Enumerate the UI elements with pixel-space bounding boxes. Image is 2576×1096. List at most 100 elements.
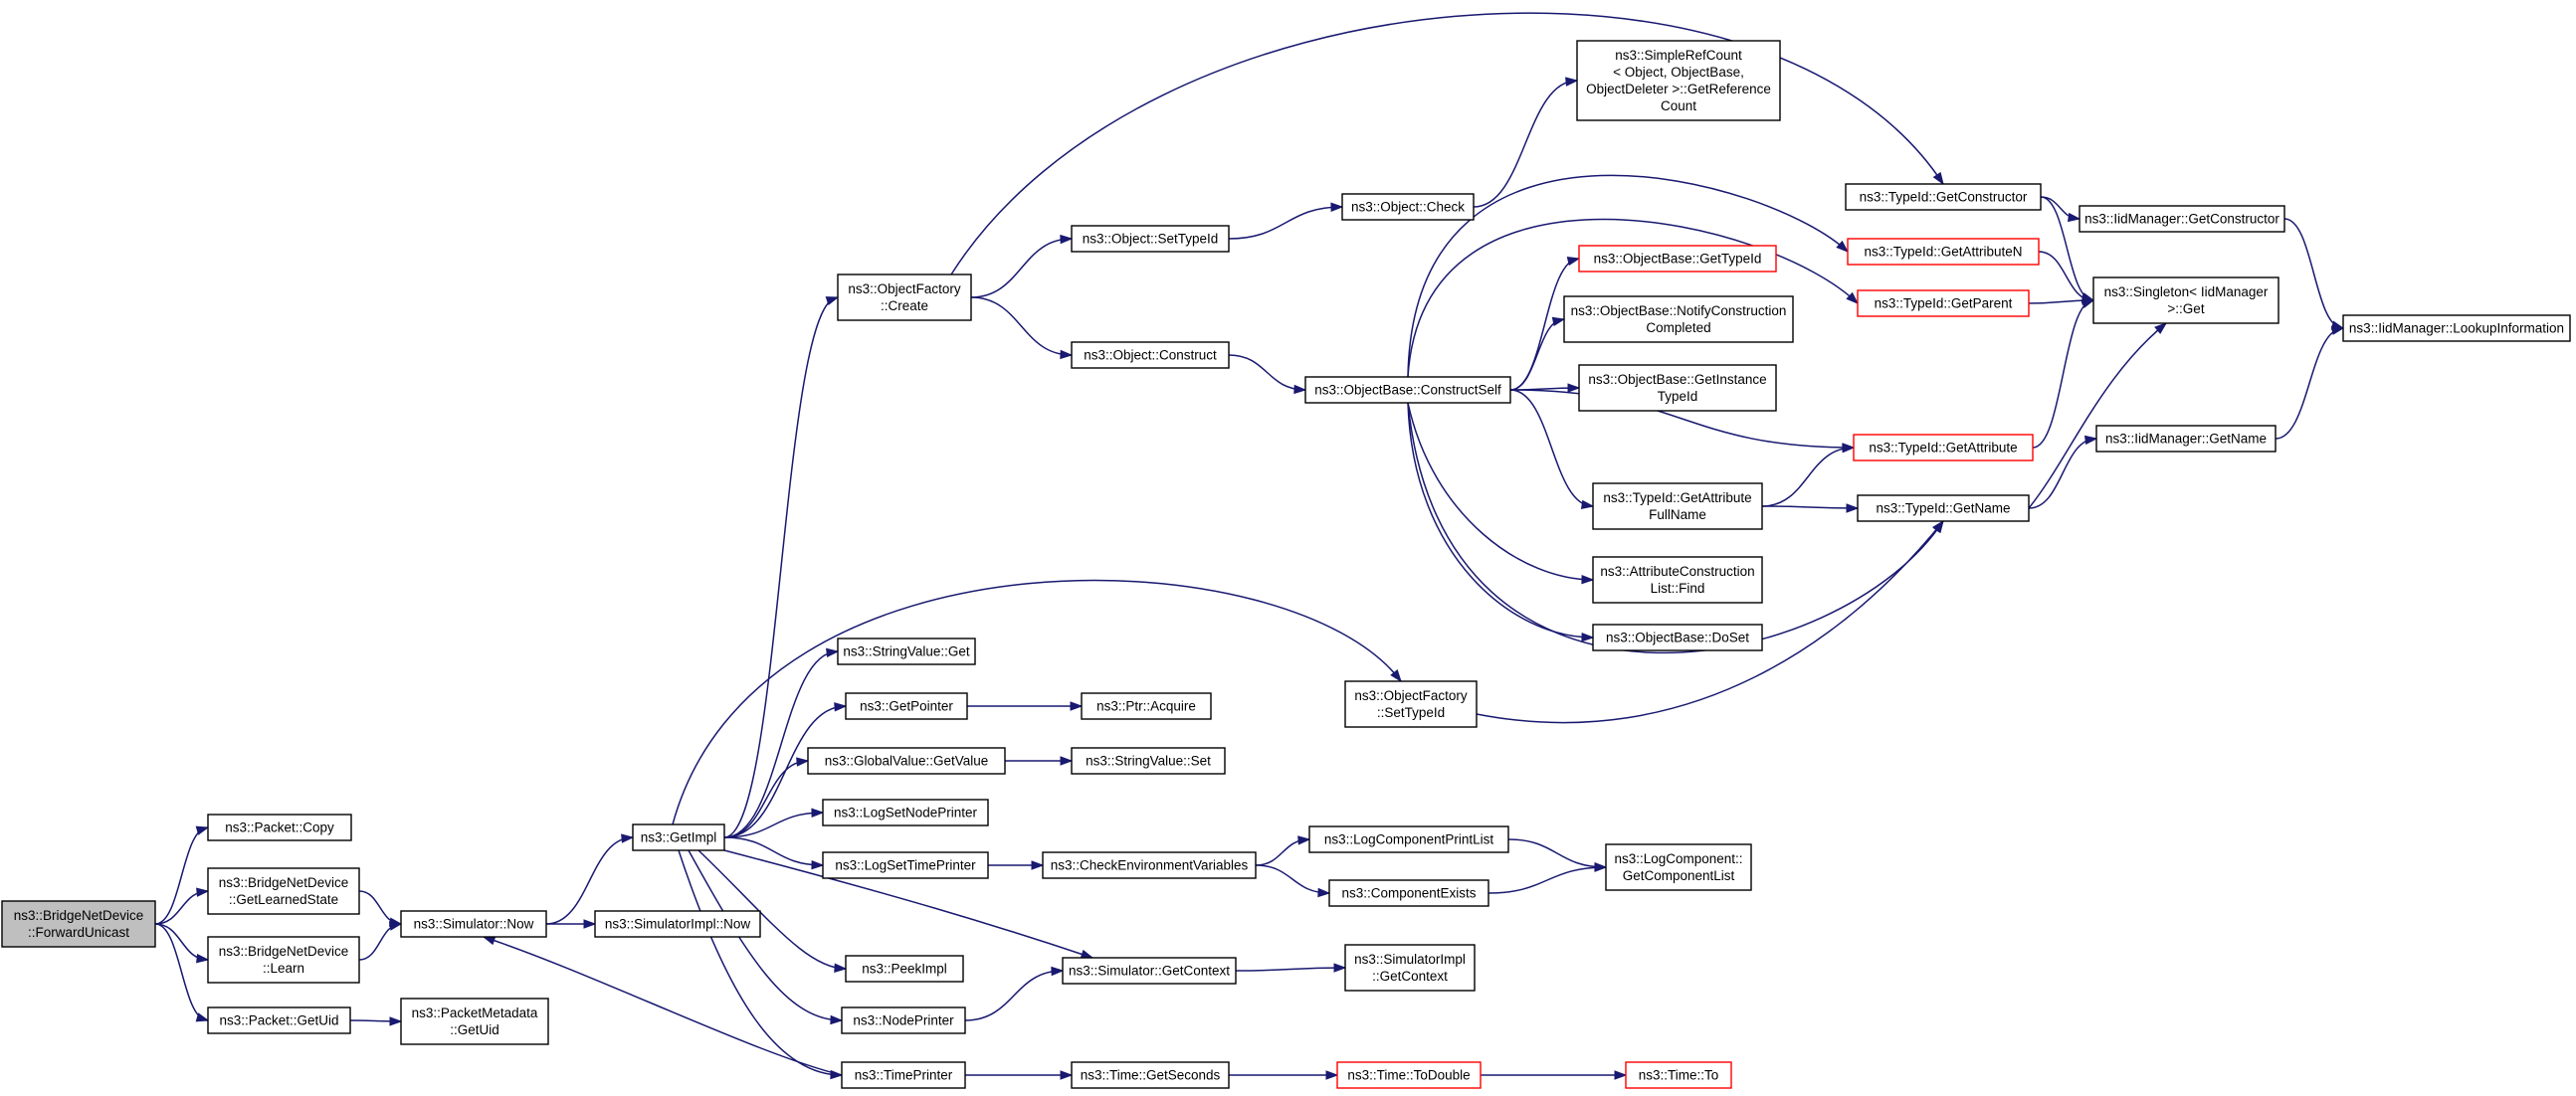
arrowhead [1581, 575, 1595, 585]
function-node-strget[interactable]: ns3::StringValue::Get [837, 638, 976, 665]
arrowhead [482, 936, 496, 946]
function-node-simgc[interactable]: ns3::Simulator::GetContext [1062, 957, 1237, 985]
function-node-src[interactable]: ns3::SimpleRefCount< Object, ObjectBase,… [1576, 40, 1781, 121]
function-node-pcopy[interactable]: ns3::Packet::Copy [207, 814, 352, 841]
node-label: < Object, ObjectBase, [1613, 65, 1744, 80]
function-node-tidga[interactable]: ns3::TypeId::GetAttribute [1853, 434, 2034, 461]
node-box [837, 274, 972, 321]
function-node-getptr[interactable]: ns3::GetPointer [845, 692, 968, 720]
function-node-iidgc[interactable]: ns3::IidManager::GetConstructor [2079, 205, 2285, 233]
function-node-obdoset[interactable]: ns3::ObjectBase::DoSet [1592, 624, 1763, 651]
function-node-ofcreate[interactable]: ns3::ObjectFactory::Create [837, 274, 972, 321]
function-node-strset[interactable]: ns3::StringValue::Set [1071, 747, 1226, 775]
function-node-gvget[interactable]: ns3::GlobalValue::GetValue [807, 747, 1006, 775]
node-box [1071, 747, 1226, 775]
node-box [1592, 624, 1763, 651]
function-node-tidgc[interactable]: ns3::TypeId::GetConstructor [1845, 183, 2042, 211]
node-box [822, 799, 989, 826]
node-box [841, 1006, 966, 1034]
node-label: ns3::LogSetTimePrinter [835, 858, 976, 873]
node-box [207, 936, 360, 984]
node-label: ::GetLearnedState [229, 892, 338, 907]
function-node-lsnp[interactable]: ns3::LogSetNodePrinter [822, 799, 989, 826]
function-node-obgtid[interactable]: ns3::ObjectBase::GetTypeId [1578, 245, 1777, 273]
node-label: ns3::LogComponentPrintList [1324, 832, 1494, 847]
node-box [207, 867, 360, 915]
node-label: ns3::Packet::GetUid [219, 1013, 338, 1028]
arrowhead [1293, 384, 1307, 395]
call-edge [1407, 402, 1595, 585]
node-box [1308, 825, 1509, 853]
call-edge [965, 1070, 1074, 1080]
function-node-timep[interactable]: ns3::TimePrinter [841, 1061, 966, 1089]
function-node-ocons[interactable]: ns3::Object::Construct [1071, 341, 1230, 369]
call-edge [1255, 835, 1311, 866]
function-node-pmguid[interactable]: ns3::PacketMetadata::GetUid [400, 998, 549, 1045]
arrowhead [1317, 887, 1331, 898]
function-node-simimplnow[interactable]: ns3::SimulatorImpl::Now [594, 910, 761, 938]
call-edge [1229, 1070, 1339, 1080]
arrowhead [1567, 383, 1581, 393]
function-node-cexists[interactable]: ns3::ComponentExists [1328, 879, 1489, 907]
function-node-nodep[interactable]: ns3::NodePrinter [841, 1006, 966, 1034]
function-node-ofstid[interactable]: ns3::ObjectFactory::SetTypeId [1344, 680, 1478, 728]
node-label: ns3::SimpleRefCount [1615, 48, 1742, 63]
function-node-tidgan[interactable]: ns3::TypeId::GetAttributeN [1847, 238, 2040, 266]
function-node-learn[interactable]: ns3::BridgeNetDevice::Learn [207, 936, 360, 984]
call-edge [1473, 77, 1579, 208]
node-box [1857, 494, 2030, 522]
function-node-obcs[interactable]: ns3::ObjectBase::ConstructSelf [1304, 376, 1511, 404]
function-node-iidli[interactable]: ns3::IidManager::LookupInformation [2342, 314, 2571, 342]
node-label: ns3::Simulator::Now [414, 917, 534, 932]
node-box [1853, 434, 2034, 461]
function-node-tgs[interactable]: ns3::Time::GetSeconds [1071, 1061, 1230, 1089]
node-label: ns3::TypeId::GetAttribute [1603, 490, 1751, 505]
function-node-tto[interactable]: ns3::Time::To [1625, 1061, 1732, 1089]
function-node-lcgcl[interactable]: ns3::LogComponent::GetComponentList [1605, 843, 1752, 891]
node-label: >::Get [2167, 301, 2204, 316]
function-node-ostid[interactable]: ns3::Object::SetTypeId [1071, 225, 1230, 253]
function-node-fwd[interactable]: ns3::BridgeNetDevice::ForwardUnicast [1, 900, 156, 948]
function-node-singget[interactable]: ns3::Singleton< IidManager>::Get [2092, 276, 2279, 324]
node-label: ns3::Time::ToDouble [1347, 1068, 1470, 1083]
call-edge [967, 701, 1084, 711]
node-box [1071, 225, 1230, 253]
function-node-tidgn[interactable]: ns3::TypeId::GetName [1857, 494, 2030, 522]
node-label: ns3::IidManager::LookupInformation [2349, 321, 2564, 336]
function-node-peek[interactable]: ns3::PeekImpl [845, 955, 964, 983]
call-edge-line [2038, 251, 2094, 301]
function-node-lstp[interactable]: ns3::LogSetTimePrinter [822, 851, 989, 879]
function-node-iidgn[interactable]: ns3::IidManager::GetName [2095, 425, 2277, 453]
node-box [1304, 376, 1511, 404]
node-box [807, 747, 1006, 775]
function-node-simimplgc[interactable]: ns3::SimulatorImpl::GetContext [1344, 944, 1476, 992]
call-edge [1407, 218, 1860, 378]
node-box [2095, 425, 2277, 453]
function-node-tidgp[interactable]: ns3::TypeId::GetParent [1857, 289, 2030, 317]
function-node-ocheck[interactable]: ns3::Object::Check [1341, 193, 1475, 221]
node-label: ::GetUid [450, 1022, 499, 1037]
node-label: List::Find [1651, 581, 1705, 596]
function-node-guid[interactable]: ns3::Packet::GetUid [207, 1006, 351, 1034]
function-node-ptracq[interactable]: ns3::Ptr::Acquire [1081, 692, 1212, 720]
function-node-cev[interactable]: ns3::CheckEnvironmentVariables [1042, 851, 1257, 879]
call-edge [1761, 503, 1860, 513]
call-edge [1507, 838, 1608, 872]
function-node-obncc[interactable]: ns3::ObjectBase::NotifyConstructionCompl… [1563, 295, 1794, 343]
function-node-ttd[interactable]: ns3::Time::ToDouble [1336, 1061, 1482, 1089]
node-label: ns3::ObjectBase::ConstructSelf [1314, 383, 1501, 398]
function-node-simnow[interactable]: ns3::Simulator::Now [400, 910, 547, 938]
call-edge-line [1476, 520, 1944, 724]
node-box [1592, 482, 1763, 530]
node-box [1328, 879, 1489, 907]
call-edge [1761, 443, 1856, 507]
call-edge [1509, 316, 1566, 391]
call-edge-line [964, 970, 1064, 1021]
function-node-gls[interactable]: ns3::BridgeNetDevice::GetLearnedState [207, 867, 360, 915]
function-node-lcpl[interactable]: ns3::LogComponentPrintList [1308, 825, 1509, 853]
function-node-getimpl[interactable]: ns3::GetImpl [632, 823, 725, 851]
call-edge-line [1228, 206, 1343, 240]
